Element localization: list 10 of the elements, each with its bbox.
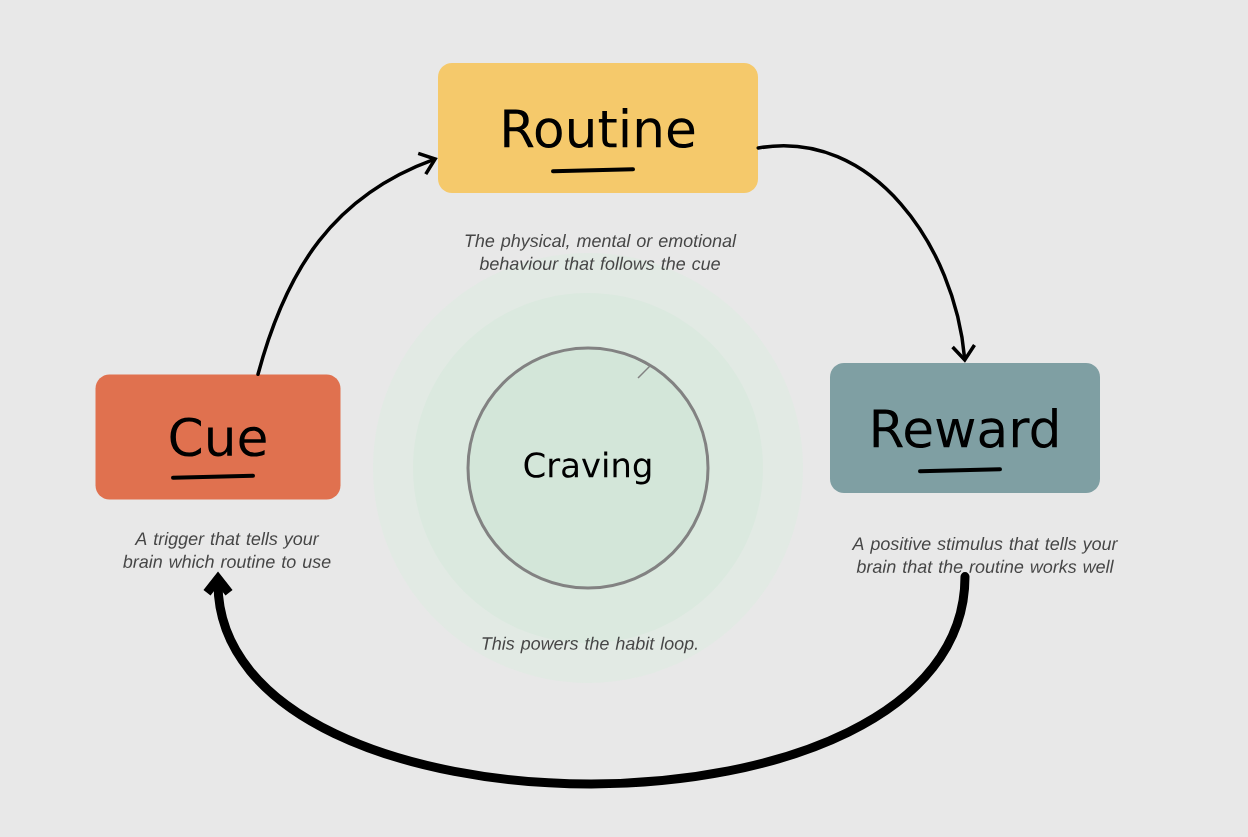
- label-box: Reward: [830, 363, 1100, 493]
- description: The physical, mental or emotional behaviour that follows the cue: [465, 233, 737, 271]
- arrow: [756, 144, 976, 363]
- description: A trigger that tells your brain which routine to use: [123, 531, 331, 569]
- arrow: [256, 151, 438, 377]
- label-box: Cue: [95, 374, 341, 500]
- label-box: Routine: [438, 63, 758, 193]
- description: A positive stimulus that tells your brain that the routine works well: [851, 536, 1119, 574]
- description: This powers the habit loop.: [482, 636, 697, 654]
- arrow: [203, 571, 970, 789]
